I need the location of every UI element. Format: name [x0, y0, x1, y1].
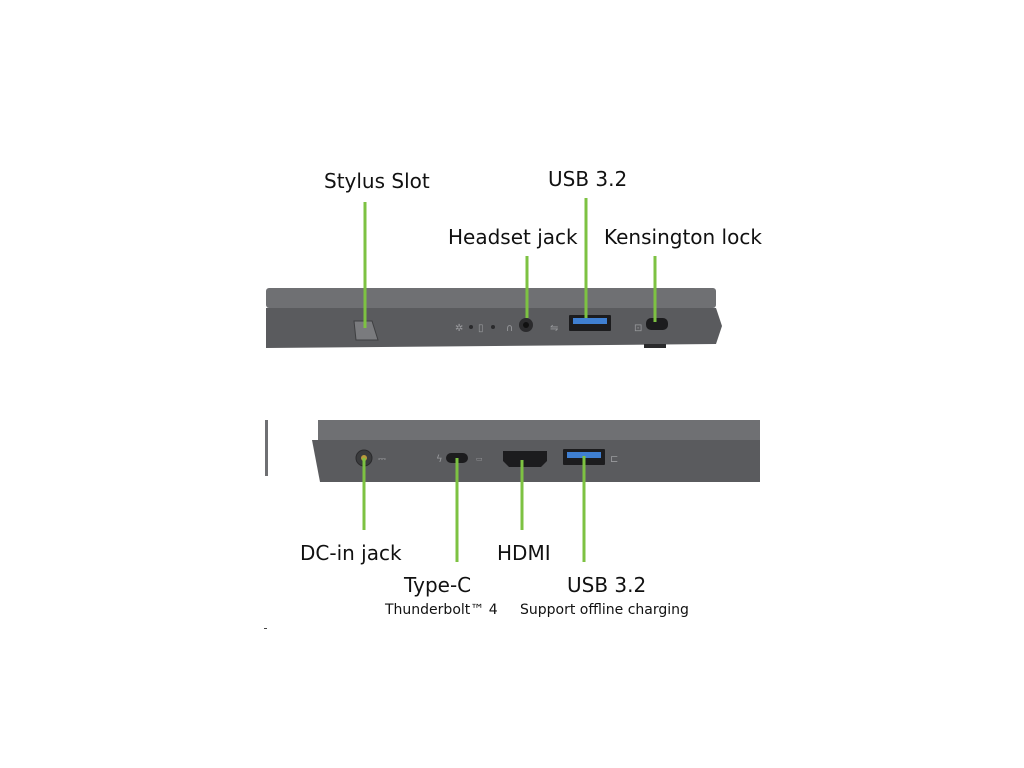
indicator-dot-icon: [469, 325, 473, 329]
battery-indicator-icon: ▯: [478, 323, 484, 334]
usb-symbol-icon: ⇋: [550, 323, 558, 334]
headset-jack-hole-icon: [523, 322, 529, 328]
kensington-lock-port: [646, 318, 668, 330]
bottom-laptop-side: ⎓ ϟ ▭ ⊏: [265, 420, 760, 482]
stray-mark: [264, 628, 267, 629]
charging-symbol-icon: ⊏: [610, 454, 618, 465]
top-foot: [644, 344, 666, 348]
label-usb-top: USB 3.2: [548, 167, 628, 191]
label-stylus-slot: Stylus Slot: [324, 169, 430, 193]
power-indicator-icon: ✲: [455, 323, 463, 334]
thunderbolt-symbol-icon: ϟ: [436, 454, 443, 465]
label-type-c: Type-C: [404, 573, 472, 597]
label-usb-bottom: USB 3.2: [567, 573, 647, 597]
label-usb-bottom-sub: Support offline charging: [520, 602, 689, 618]
usb-port-top-tongue-icon: [573, 318, 607, 324]
hdmi-port: [503, 451, 547, 467]
bottom-left-edge: [265, 420, 268, 476]
label-hdmi: HDMI: [497, 541, 551, 565]
bottom-lid: [318, 420, 760, 440]
hdmi-logo-icon: ▭: [476, 455, 483, 463]
headset-symbol-icon: ∩: [506, 323, 513, 334]
dc-symbol-icon: ⎓: [378, 454, 386, 465]
lock-symbol-icon: ⊡: [634, 323, 642, 334]
label-kensington-lock: Kensington lock: [604, 225, 762, 249]
label-headset-jack: Headset jack: [448, 225, 578, 249]
leader-lines: [362, 198, 657, 562]
top-lid: [266, 288, 716, 308]
usb-port-bottom-tongue-icon: [567, 452, 601, 458]
label-dc-in-jack: DC-in jack: [300, 541, 402, 565]
indicator-dot-icon: [491, 325, 495, 329]
label-type-c-sub: Thunderbolt™ 4: [385, 602, 498, 618]
top-laptop-side: ✲ ▯ ∩ ⇋ ⊡: [266, 288, 722, 348]
